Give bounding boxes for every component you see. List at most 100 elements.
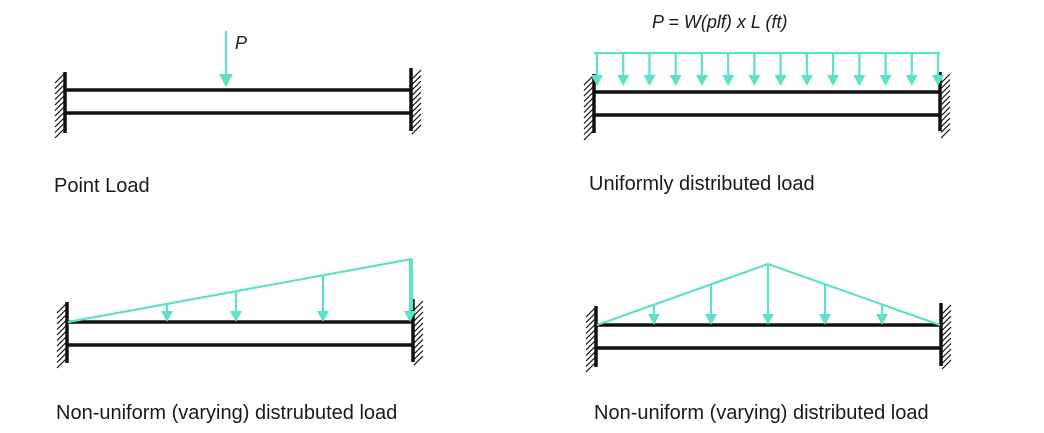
support-hatch-line: [585, 357, 596, 367]
point-load-right-support: [409, 68, 422, 135]
uniform-load-label: P = W(plf) x L (ft): [652, 12, 788, 32]
support-hatch-line: [54, 84, 65, 95]
support-hatch-line: [413, 333, 424, 344]
support-hatch-line: [413, 355, 424, 366]
uniform-load-left-support: [583, 74, 596, 141]
support-hatch-line: [583, 92, 594, 102]
support-hatch-line: [585, 329, 596, 340]
support-hatch-line: [583, 119, 594, 130]
triangular-load-left-support: [585, 306, 598, 373]
support-hatch-line: [583, 81, 594, 91]
varying-load-right-support: [411, 299, 424, 366]
support-hatch-line: [585, 351, 596, 362]
load-arrow: [800, 53, 813, 86]
varying-load-panel: Non-uniform (varying) distrubuted load: [56, 257, 424, 424]
varying-load-profile: [67, 257, 416, 324]
support-hatch-line: [56, 347, 67, 358]
triangular-load-beam: [597, 323, 940, 350]
point-load-panel: P Point Load: [54, 31, 422, 197]
support-hatch-line: [585, 362, 596, 373]
varying-load-left-support: [56, 302, 69, 369]
load-arrow: [879, 53, 892, 86]
varying-load-caption: Non-uniform (varying) distrubuted load: [56, 402, 397, 424]
support-hatch-line: [56, 303, 67, 314]
support-hatch-line: [56, 320, 67, 330]
support-hatch-line: [56, 331, 67, 341]
support-hatch-line: [54, 95, 65, 106]
support-hatch-line: [941, 326, 952, 337]
support-hatch-line: [941, 310, 952, 320]
point-load-beam: [66, 88, 410, 115]
support-hatch-line: [411, 80, 422, 91]
support-hatch-line: [411, 119, 422, 129]
uniform-load-arrows: [591, 51, 944, 86]
load-arrow: [748, 53, 761, 86]
load-arrow: [722, 53, 735, 86]
support-hatch-line: [56, 358, 67, 369]
load-arrow: [819, 284, 831, 325]
support-hatch-line: [54, 128, 65, 139]
uniform-load-right-support: [938, 72, 951, 139]
support-hatch-line: [941, 321, 952, 331]
load-arrow: [161, 303, 173, 322]
triangular-load-caption: Non-uniform (varying) distributed load: [594, 402, 929, 424]
load-arrow: [669, 53, 682, 86]
support-hatch-line: [413, 328, 424, 338]
support-hatch-line: [941, 315, 952, 326]
support-hatch-line: [585, 346, 596, 356]
support-hatch-line: [940, 84, 951, 95]
support-hatch-line: [940, 95, 951, 106]
support-hatch-line: [56, 325, 67, 336]
point-load-caption: Point Load: [54, 175, 150, 197]
support-hatch-line: [941, 332, 952, 342]
support-hatch-line: [413, 317, 424, 327]
support-hatch-line: [413, 350, 424, 360]
support-hatch-line: [413, 339, 424, 349]
support-hatch-line: [411, 69, 422, 80]
load-arrow: [876, 304, 888, 325]
support-hatch-line: [411, 124, 422, 135]
support-hatch-line: [56, 342, 67, 352]
support-hatch-line: [54, 101, 65, 111]
point-load-arrow: [219, 31, 233, 87]
triangular-load-panel: Non-uniform (varying) distributed load: [585, 262, 952, 424]
support-hatch-line: [583, 86, 594, 97]
support-hatch-line: [585, 335, 596, 345]
load-arrow: [762, 264, 774, 325]
support-hatch-line: [54, 112, 65, 122]
support-hatch-line: [940, 79, 951, 89]
support-hatch-line: [411, 86, 422, 96]
support-hatch-line: [413, 322, 424, 333]
load-arrow: [827, 53, 840, 86]
support-hatch-line: [54, 106, 65, 117]
support-hatch-line: [54, 123, 65, 133]
support-hatch-line: [583, 103, 594, 113]
load-arrow: [317, 275, 329, 322]
load-arrow: [404, 259, 416, 322]
support-hatch-line: [940, 101, 951, 111]
support-hatch-line: [585, 340, 596, 351]
support-hatch-line: [940, 128, 951, 139]
load-arrow: [643, 53, 656, 86]
load-arrow: [774, 53, 787, 86]
support-hatch-line: [941, 354, 952, 364]
support-hatch-line: [411, 102, 422, 113]
support-hatch-line: [54, 117, 65, 128]
point-load-left-support: [54, 72, 67, 139]
support-hatch-line: [583, 130, 594, 141]
support-hatch-line: [583, 75, 594, 86]
support-hatch-line: [56, 309, 67, 319]
support-hatch-line: [941, 337, 952, 348]
support-hatch-line: [411, 91, 422, 102]
load-arrow: [617, 53, 630, 86]
load-arrow: [905, 53, 918, 86]
point-load-label: P: [235, 33, 247, 53]
support-hatch-line: [411, 113, 422, 124]
support-hatch-line: [940, 117, 951, 128]
support-hatch-line: [585, 324, 596, 334]
uniform-load-panel: P = W(plf) x L (ft) Uniformly distribute…: [583, 12, 951, 195]
support-hatch-line: [585, 313, 596, 323]
support-hatch-line: [411, 97, 422, 107]
support-hatch-line: [585, 318, 596, 329]
